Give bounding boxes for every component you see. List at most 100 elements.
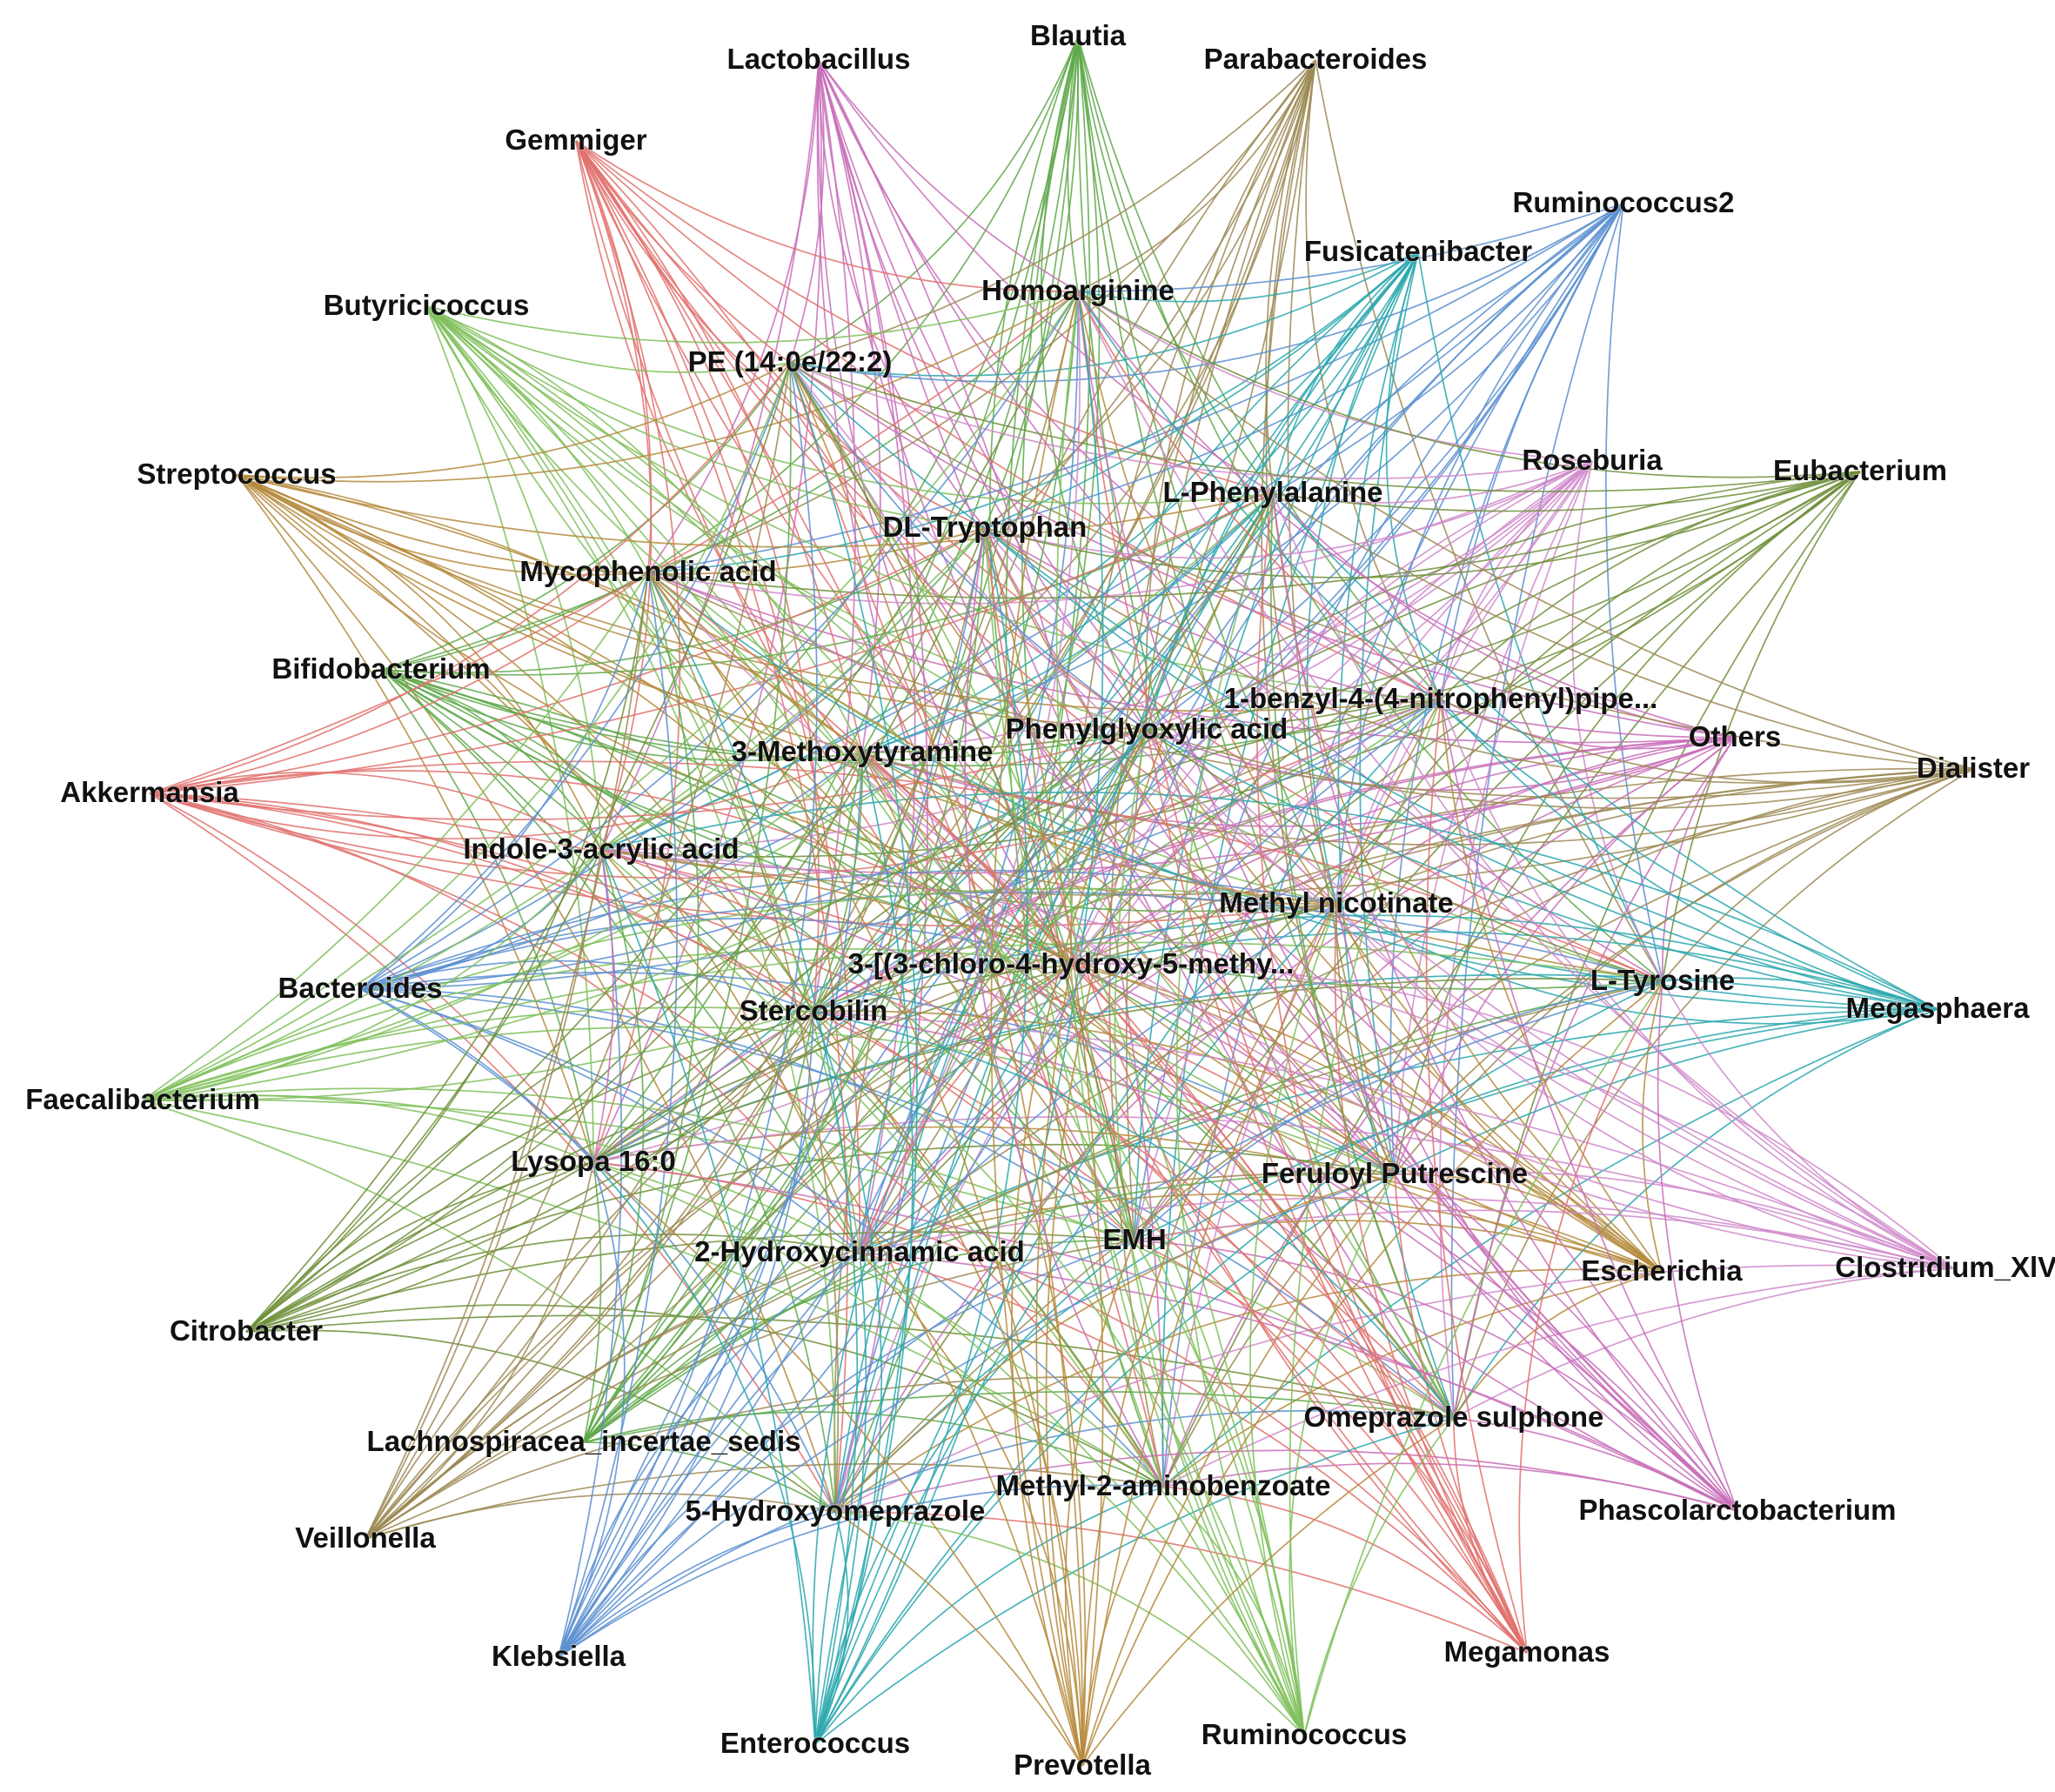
edge-phascolarctobacterium-hydroxyomeprazole	[834, 1449, 1738, 1513]
edge-bifidobacterium-homoarginine	[380, 291, 1079, 671]
edge-escherichia-pe	[789, 362, 1663, 1273]
edge-blautia-chloro	[989, 36, 1079, 966]
edge-ruminococcus2-methoxytyramine	[861, 203, 1624, 753]
node-label-lysopa-16-0: Lysopa 16:0	[511, 1145, 676, 1177]
edge-dialister-feruloyl	[1394, 768, 1974, 1175]
edge-others-pe	[789, 362, 1736, 739]
edge-omeprazole-lphenylalanine	[1269, 492, 1455, 1419]
node-label-megamonas: Megamonas	[1444, 1635, 1610, 1668]
edge-ruminococcus2-feruloyl	[1389, 203, 1624, 1175]
edge-blautia-mycophenolic	[647, 36, 1079, 573]
edge-parabacteroides-ltyrosine	[1315, 59, 1663, 982]
edge-megamonas-hydroxyomeprazole	[834, 1511, 1528, 1654]
edge-veillonella-benzyl	[365, 699, 1442, 1540]
edge-roseburia-pe	[789, 362, 1593, 479]
node-label-prevotella: Prevotella	[1014, 1749, 1151, 1781]
edge-phascolarctobacterium-methylnicotinate	[1335, 903, 1738, 1512]
edge-enterococcus-emh	[814, 1240, 1135, 1745]
edge-ruminococcus-methylnicotinate	[1249, 903, 1337, 1736]
edge-lactobacillus-emh	[816, 59, 1135, 1241]
edge-hydroxyomeprazole-mycophenolic	[647, 572, 840, 1513]
edge-bifidobacterium-pe	[380, 362, 791, 671]
node-label-lachnospiracea-incertae-sedis: Lachnospiracea_incertae_sedis	[367, 1425, 801, 1457]
edge-megasphaera-ltyrosine	[1662, 977, 1938, 1010]
edge-phascolarctobacterium-lysopa	[592, 1161, 1738, 1512]
edge-enterococcus-feruloyl	[814, 1173, 1396, 1745]
edge-klebsiella-emh	[558, 1240, 1135, 1658]
edge-phascolarctobacterium-chloro	[1070, 964, 1738, 1512]
edge-megasphaera-pe	[789, 362, 1938, 1010]
edge-methyl2amino-dltryptophan	[964, 527, 1164, 1488]
node-label-phenylglyoxylic-acid: Phenylglyoxylic acid	[1006, 712, 1289, 745]
edge-phascolarctobacterium-stercobilin	[813, 1011, 1738, 1512]
edge-klebsiella-chloro	[558, 964, 1072, 1658]
edge-phascolarctobacterium-benzyl	[1440, 699, 1738, 1512]
edge-fusicatenibacter-chloro	[1070, 251, 1419, 966]
edge-megasphaera-methoxytyramine	[861, 752, 1938, 1010]
node-label-escherichia: Escherichia	[1581, 1254, 1743, 1287]
edge-butyricicoccus-homoarginine	[425, 291, 1079, 344]
edge-phenylglyoxylic-ltyrosine	[1146, 729, 1663, 982]
edge-ruminococcus2-hydroxycinnamic	[859, 203, 1624, 1254]
edge-megasphaera-feruloyl	[1394, 1008, 1938, 1175]
edge-akkermansia-dltryptophan	[149, 527, 986, 794]
edge-faecalibacterium-mycophenolic	[142, 572, 649, 1101]
node-label-streptococcus: Streptococcus	[137, 458, 336, 490]
edge-bifidobacterium-benzyl	[380, 669, 1442, 767]
node-label-homoarginine: Homoarginine	[981, 274, 1175, 306]
edge-bifidobacterium-methoxytyramine	[380, 669, 863, 762]
node-label-veillonella: Veillonella	[295, 1521, 436, 1554]
edge-megasphaera-stercobilin	[813, 914, 1938, 1013]
edge-fusicatenibacter-mycophenolic	[647, 251, 1419, 573]
node-label-citrobacter: Citrobacter	[170, 1314, 323, 1347]
edge-lachnospiracea-ltyrosine	[583, 980, 1663, 1443]
edge-lachnospiracea-pe	[583, 362, 792, 1443]
edge-others-methyl2amino	[1162, 737, 1736, 1488]
edge-citrobacter-indole	[245, 849, 602, 1333]
edge-feruloyl-hydroxyomeprazole	[834, 1173, 1396, 1513]
edge-prevotella-lysopa	[592, 1161, 1083, 1767]
edge-klebsiella-lphenylalanine	[558, 492, 1274, 1658]
edge-akkermansia-pe	[149, 362, 791, 794]
edge-citrobacter-ltyrosine	[245, 978, 1663, 1333]
edge-megamonas-methyl2amino	[1162, 1486, 1528, 1654]
edge-faecalibacterium-methylnicotinate	[142, 887, 1337, 1101]
node-label-feruloyl-putrescine: Feruloyl Putrescine	[1262, 1157, 1528, 1189]
edge-bacteroides-hydroxycinnamic	[359, 988, 860, 1254]
edge-eubacterium-feruloyl	[1394, 471, 1861, 1175]
edge-clostridium-dltryptophan	[984, 527, 1954, 1269]
edge-escherichia-stercobilin	[813, 1010, 1663, 1273]
edge-parabacteroides-pe	[789, 59, 1316, 364]
edge-veillonella-pe	[365, 362, 791, 1540]
edge-bifidobacterium-phenylglyoxylic	[380, 669, 1148, 761]
node-label-dl-tryptophan: DL-Tryptophan	[883, 511, 1088, 543]
edge-roseburia-homoarginine	[1077, 291, 1593, 462]
edge-akkermansia-emh	[149, 792, 1135, 1241]
edge-prevotella-ltyrosine	[1081, 980, 1663, 1767]
edge-veillonella-mycophenolic	[365, 572, 649, 1540]
edge-ruminococcus-lphenylalanine	[1175, 492, 1305, 1736]
edge-megasphaera-methyl2amino	[1162, 1008, 1938, 1488]
edge-escherichia-chloro	[1070, 964, 1663, 1273]
edge-eubacterium-lysopa	[592, 471, 1861, 1163]
edge-megamonas-omeprazole	[1453, 1417, 1528, 1654]
node-label-5-hydroxyomeprazole: 5-Hydroxyomeprazole	[686, 1494, 986, 1527]
node-label-parabacteroides: Parabacteroides	[1204, 43, 1428, 75]
edge-megamonas-lysopa	[592, 1161, 1528, 1654]
edge-lactobacillus-hydroxycinnamic	[818, 59, 916, 1254]
edge-veillonella-methylnicotinate	[365, 903, 1337, 1540]
edge-ruminococcus-emh	[1134, 1240, 1305, 1736]
edge-roseburia-mycophenolic	[647, 460, 1593, 605]
node-label-methyl-2-aminobenzoate: Methyl-2-aminobenzoate	[995, 1469, 1330, 1501]
node-label-indole-3-acrylic-acid: Indole-3-acrylic acid	[463, 832, 739, 865]
edge-dialister-methyl2amino	[1162, 768, 1974, 1488]
edge-dialister-benzyl	[1440, 699, 1974, 784]
edge-clostridium-hydroxyomeprazole	[834, 1264, 1954, 1513]
edge-megasphaera-lphenylalanine	[1272, 492, 1938, 1010]
edge-parabacteroides-mycophenolic	[647, 59, 1316, 573]
edge-dialister-homoarginine	[1077, 291, 1974, 770]
edge-eubacterium-benzyl	[1440, 471, 1861, 700]
edge-klebsiella-hydroxyomeprazole	[558, 1511, 836, 1658]
edge-stercobilin-omeprazole	[813, 1011, 1455, 1419]
edge-enterococcus-chloro	[814, 964, 1072, 1745]
